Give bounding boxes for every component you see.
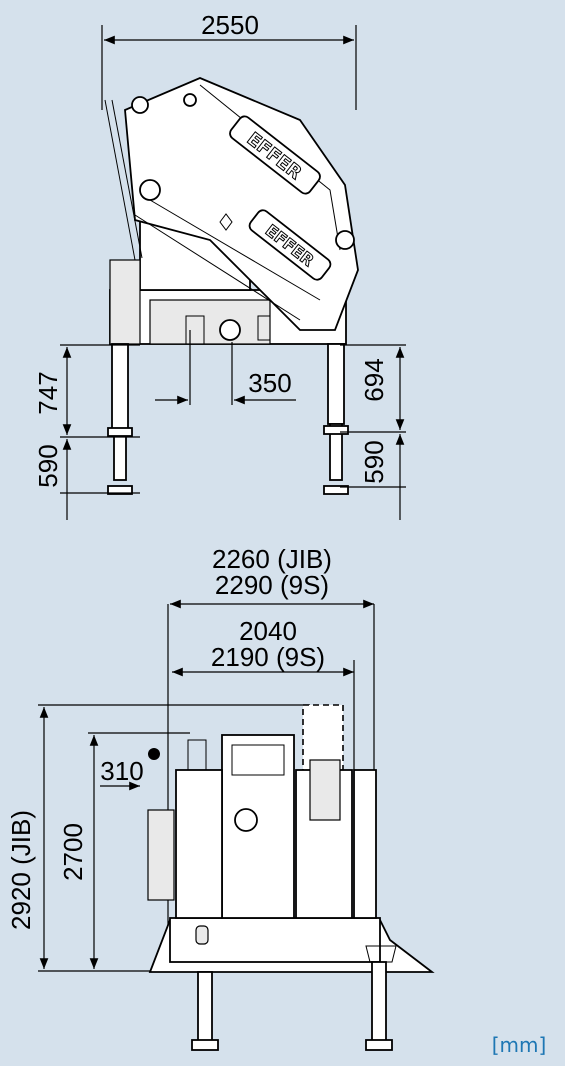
control-block bbox=[109, 259, 141, 345]
base-panel bbox=[257, 315, 271, 341]
leg-bracket bbox=[365, 945, 397, 963]
dim-left-lower-height: 590 bbox=[33, 444, 63, 487]
hose-fitting bbox=[187, 739, 207, 771]
crane-side-body: EFFER EFFER bbox=[104, 77, 359, 345]
left-leg bbox=[197, 971, 213, 1043]
dim-width-jib: 2260 (JIB) bbox=[212, 544, 332, 574]
column-emblem bbox=[234, 808, 258, 832]
right-stabilizer bbox=[323, 343, 349, 495]
side-view: 2550 EFFER EFFER bbox=[33, 10, 406, 520]
leg-foot-upper bbox=[323, 425, 349, 435]
control-valves bbox=[147, 809, 175, 901]
boom-edge bbox=[134, 214, 301, 321]
left-housing bbox=[175, 769, 223, 919]
left-stabilizer bbox=[107, 343, 133, 495]
right-leg bbox=[371, 961, 387, 1043]
base-panel bbox=[185, 315, 205, 345]
leg-foot-lower bbox=[323, 485, 349, 495]
leg-upper bbox=[327, 343, 345, 425]
pivot-pin bbox=[335, 230, 355, 250]
boom-edge bbox=[149, 199, 321, 301]
crane-column bbox=[221, 734, 295, 919]
column-cap bbox=[231, 744, 285, 776]
leg-foot-lower bbox=[107, 485, 133, 495]
dim-right-lower-height: 590 bbox=[359, 440, 389, 483]
leg-lower bbox=[329, 423, 343, 481]
dim-offset: 310 bbox=[100, 756, 143, 786]
dim-inner-width: 2040 bbox=[239, 616, 297, 646]
base-slot bbox=[195, 925, 209, 945]
hydraulic-line bbox=[111, 99, 143, 259]
right-foot bbox=[365, 1039, 393, 1051]
dim-left-upper-height: 747 bbox=[33, 371, 63, 414]
pivot-pin bbox=[139, 179, 161, 201]
dim-height: 2700 bbox=[58, 823, 88, 881]
dim-base-offset: 350 bbox=[248, 368, 291, 398]
right-plate bbox=[353, 769, 377, 919]
boom-marker bbox=[219, 213, 233, 231]
dim-overall-width: 2550 bbox=[201, 10, 259, 40]
logo-plate bbox=[229, 115, 321, 195]
dim-inner-width-9s: 2190 (9S) bbox=[211, 642, 325, 672]
base-housing bbox=[149, 299, 271, 345]
crane-front-body bbox=[147, 704, 435, 1051]
hydraulic-line bbox=[104, 99, 136, 261]
leg-foot-upper bbox=[107, 427, 133, 437]
boom-cylinder bbox=[309, 759, 341, 821]
slew-ring bbox=[219, 319, 241, 341]
dim-width-9s: 2290 (9S) bbox=[215, 570, 329, 600]
front-view: 2260 (JIB) 2290 (9S) 2040 2190 (9S) 2920… bbox=[6, 544, 435, 1051]
pivot-pin bbox=[131, 96, 149, 114]
reference-dot bbox=[148, 748, 160, 760]
logo-plate bbox=[248, 209, 332, 281]
leg-upper bbox=[111, 343, 129, 431]
left-foot bbox=[191, 1039, 219, 1051]
unit-label: [mm] bbox=[492, 1033, 547, 1057]
dim-height-jib: 2920 (JIB) bbox=[6, 810, 36, 930]
pivot-pin bbox=[183, 93, 197, 107]
dim-right-upper-height: 694 bbox=[359, 358, 389, 401]
